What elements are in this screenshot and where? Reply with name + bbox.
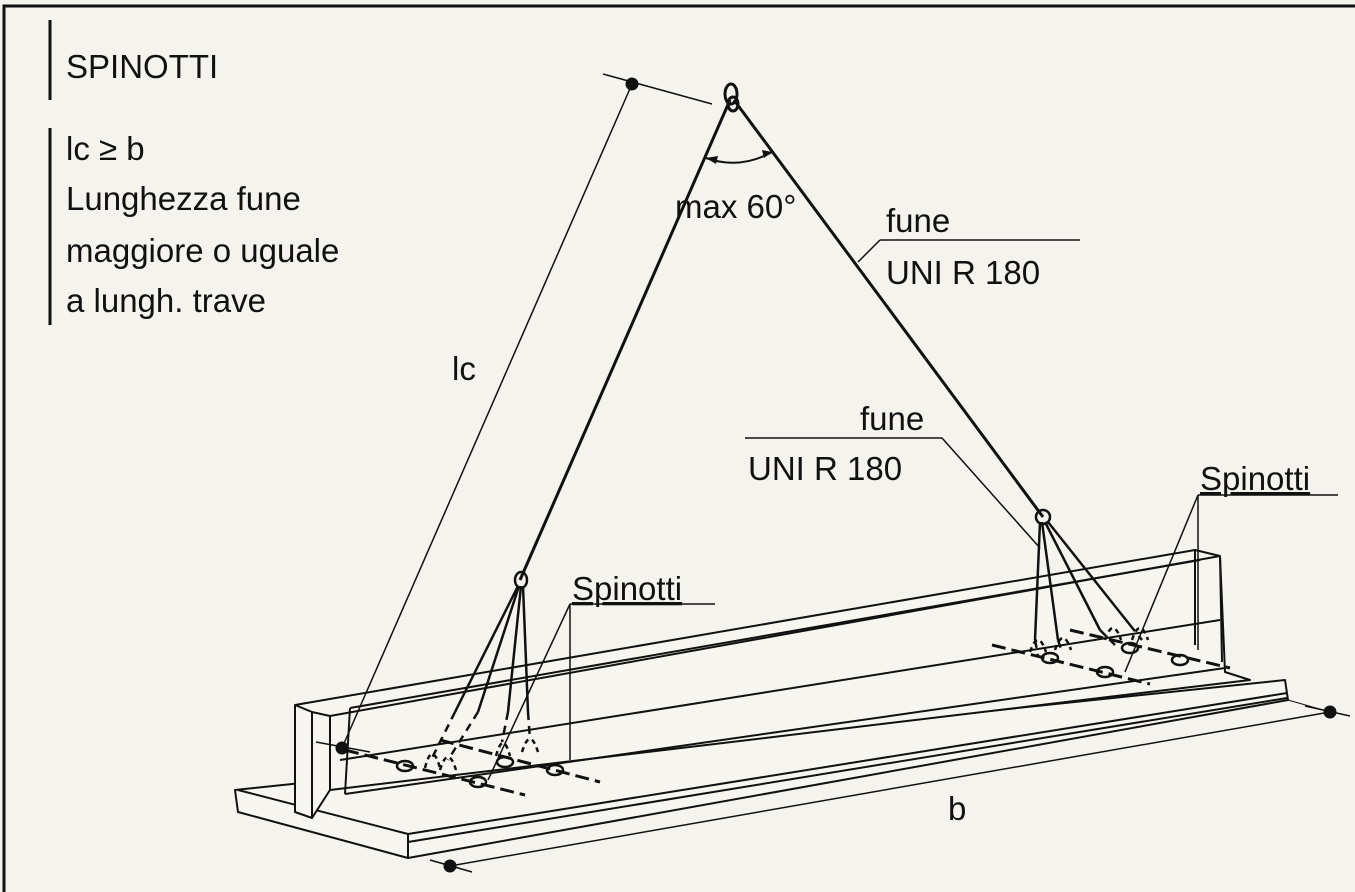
rope-slings <box>518 99 1045 581</box>
rope-spec-mid-label: UNI R 180 <box>748 450 902 487</box>
angle-arrow-left <box>706 156 718 164</box>
fune-top-label: fune <box>886 202 950 239</box>
note-line-1: Lunghezza fune <box>66 180 301 217</box>
right-sling-group <box>991 508 1231 686</box>
title-text: SPINOTTI <box>66 48 218 85</box>
precast-beam <box>234 549 1289 859</box>
drawing-border <box>2 4 1355 892</box>
note-line-3: a lungh. trave <box>66 282 266 319</box>
fune-mid-label: fune <box>860 400 924 437</box>
angle-arrow-right <box>762 150 772 158</box>
note-line-2: maggiore o uguale <box>66 232 339 269</box>
rope-spec-top-label: UNI R 180 <box>886 254 1040 291</box>
formula-text: lc ≥ b <box>66 130 145 167</box>
spinotti-left-label: Spinotti <box>572 570 682 607</box>
dimension-b <box>429 699 1351 873</box>
leader-lines <box>487 239 1338 781</box>
angle-label: max 60° <box>675 188 796 225</box>
left-sling-group <box>344 570 601 797</box>
spinotti-right-label: Spinotti <box>1200 460 1310 497</box>
b-dimension-label: b <box>948 790 966 827</box>
lc-dimension-label: lc <box>452 350 476 387</box>
lifting-hook <box>723 82 740 113</box>
